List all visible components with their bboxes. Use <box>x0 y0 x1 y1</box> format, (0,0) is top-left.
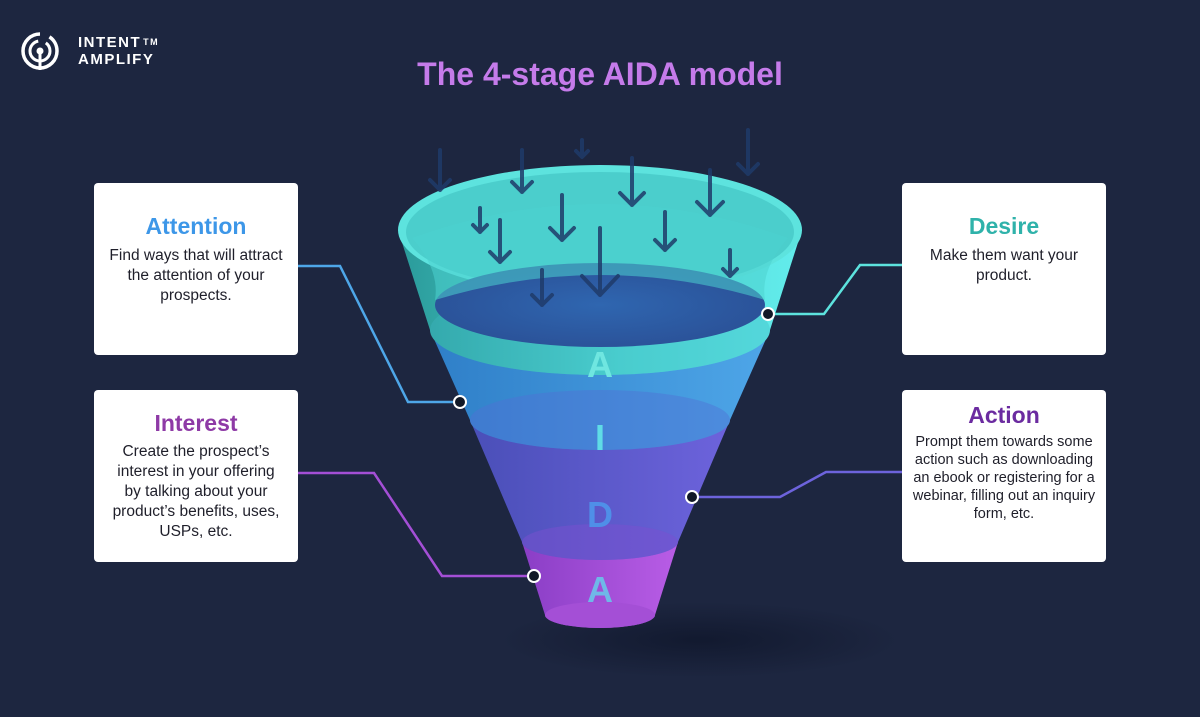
card-attention: Attention Find ways that will attract th… <box>94 183 298 355</box>
brand-name-line1: Intent <box>78 34 142 51</box>
connector-attention <box>298 264 460 404</box>
interest-text: Create the prospect’s interest in your o… <box>112 443 280 540</box>
attention-heading: Attention <box>145 213 247 239</box>
attention-text: Find ways that will attract the attentio… <box>109 247 283 304</box>
funnel-tip <box>545 602 655 628</box>
action-heading: Action <box>968 402 1040 428</box>
funnel-letter-attention: A <box>587 344 613 385</box>
desire-text: Make them want your product. <box>929 247 1079 284</box>
brand-name-line2: Amplify <box>78 51 155 68</box>
brand-logo: IntentTM Amplify <box>20 28 159 74</box>
card-interest: Interest Create the prospect’s interest … <box>94 390 298 562</box>
page-title: The 4-stage AIDA model <box>417 56 783 92</box>
trademark-mark: TM <box>143 37 160 47</box>
connector-desire <box>768 263 902 316</box>
desire-heading: Desire <box>968 213 1040 239</box>
funnel-opening <box>435 263 765 347</box>
funnel-band-desire <box>470 420 730 560</box>
card-desire: Desire Make them want your product. <box>902 183 1106 355</box>
connector-action <box>692 470 902 499</box>
falling-arrows-icon <box>428 128 760 307</box>
funnel-letter-action: A <box>587 569 613 610</box>
connector-interest <box>298 471 534 578</box>
action-text: Prompt them towards some action such as … <box>912 434 1096 522</box>
card-action: Action Prompt them towards some action s… <box>902 390 1106 562</box>
target-logo-icon <box>21 32 59 70</box>
interest-heading: Interest <box>154 410 238 436</box>
funnel-letter-interest: I <box>595 417 605 458</box>
funnel-letter-desire: D <box>587 494 613 535</box>
